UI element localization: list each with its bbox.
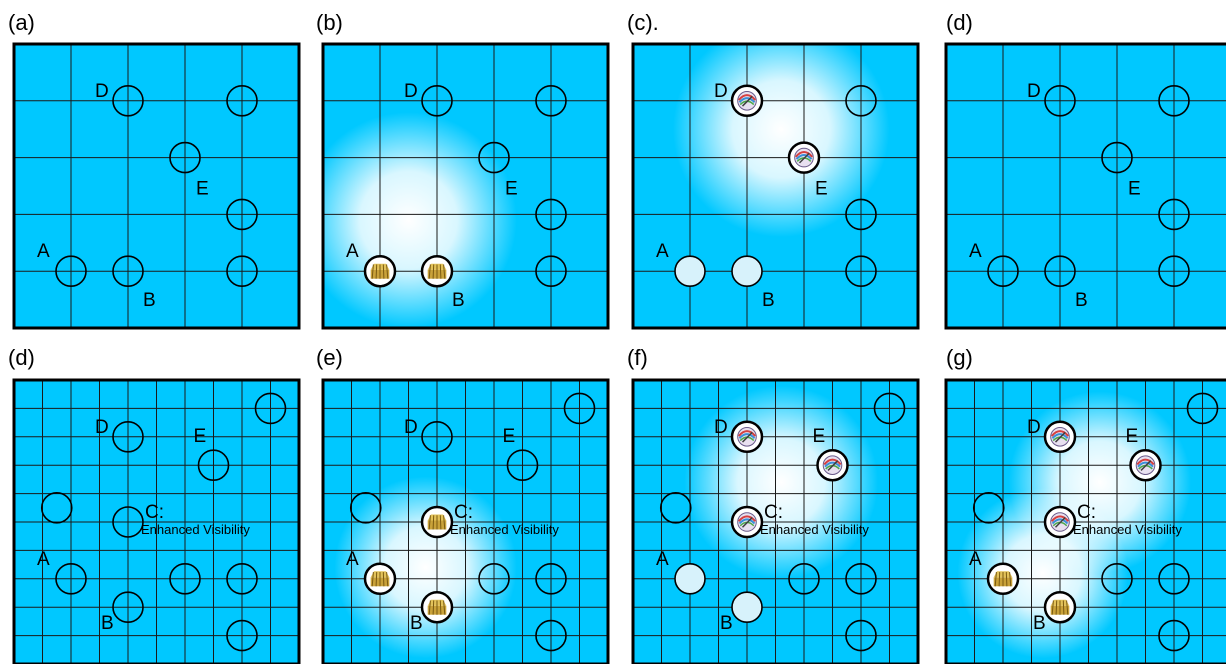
- panel-background: [14, 44, 299, 328]
- panel-label: (a): [8, 10, 35, 35]
- hay-bale-icon: [428, 515, 447, 530]
- node-caption: Enhanced Visibility: [450, 522, 559, 537]
- node-label: A: [346, 241, 359, 262]
- node-label: D: [95, 417, 109, 438]
- visibility-glow: [300, 112, 517, 328]
- node-label: D: [95, 81, 109, 102]
- compass-icon: [738, 428, 757, 447]
- visibility-glow: [673, 21, 890, 237]
- node-circle: [732, 256, 762, 286]
- node-label: C:: [764, 502, 783, 523]
- node-label: B: [1075, 290, 1088, 311]
- panel-label: (e): [316, 345, 343, 370]
- panel-label: (d): [8, 345, 35, 370]
- node-label: E: [196, 179, 209, 200]
- node-label: B: [410, 613, 423, 634]
- node-label: A: [656, 241, 669, 262]
- compass-icon: [795, 148, 814, 167]
- node-circle: [675, 256, 705, 286]
- hay-bale-icon: [371, 571, 390, 586]
- node-label: C:: [454, 502, 473, 523]
- hay-bale-icon: [1051, 600, 1070, 615]
- hay-bale-icon: [428, 264, 447, 279]
- visibility-glow: [684, 386, 878, 579]
- panel-7: (f) D E C:Enhanced VisibilityA B: [627, 345, 918, 664]
- node-label: A: [969, 549, 982, 570]
- node-label: C:: [145, 502, 164, 523]
- compass-icon: [1136, 456, 1155, 475]
- node-label: A: [37, 549, 50, 570]
- node-label: D: [1027, 417, 1041, 438]
- compass-icon: [738, 513, 757, 532]
- node-caption: Enhanced Visibility: [141, 522, 250, 537]
- node-label: B: [720, 613, 733, 634]
- node-label: D: [404, 81, 418, 102]
- node-label: B: [1033, 613, 1046, 634]
- hay-bale-icon: [994, 571, 1013, 586]
- panel-4: (d) D E A B: [946, 10, 1226, 328]
- node-label: B: [762, 290, 775, 311]
- node-label: A: [656, 549, 669, 570]
- node-label: E: [815, 179, 828, 200]
- node-caption: Enhanced Visibility: [1073, 522, 1182, 537]
- panel-1: (a) D E A B: [8, 10, 299, 328]
- node-label: E: [1126, 426, 1139, 447]
- panel-8: (g) D E C:Enhanced VisibilityA B: [946, 345, 1226, 664]
- node-label: E: [503, 426, 516, 447]
- panel-label: (c).: [627, 10, 659, 35]
- compass-icon: [1051, 513, 1070, 532]
- node-label: D: [714, 417, 728, 438]
- node-label: B: [143, 290, 156, 311]
- panel-2: (b) D E A B: [300, 10, 608, 328]
- node-circle: [732, 592, 762, 622]
- panel-label: (d): [946, 10, 973, 35]
- node-label: A: [346, 549, 359, 570]
- hay-bale-icon: [371, 264, 390, 279]
- node-label: E: [1128, 179, 1141, 200]
- panel-label: (f): [627, 345, 648, 370]
- node-label: B: [452, 290, 465, 311]
- panel-label: (b): [316, 10, 343, 35]
- node-label: E: [194, 426, 207, 447]
- hay-bale-icon: [428, 600, 447, 615]
- node-label: E: [505, 179, 518, 200]
- panel-3: (c). D E A B: [627, 10, 918, 328]
- node-label: B: [101, 613, 114, 634]
- node-caption: Enhanced Visibility: [760, 522, 869, 537]
- panel-label: (g): [946, 345, 973, 370]
- node-label: A: [969, 241, 982, 262]
- node-circle: [675, 564, 705, 594]
- node-label: D: [404, 417, 418, 438]
- node-label: D: [1027, 81, 1041, 102]
- compass-icon: [1051, 428, 1070, 447]
- compass-icon: [738, 92, 757, 111]
- node-label: A: [37, 241, 50, 262]
- node-label: D: [714, 81, 728, 102]
- visibility-glow: [334, 477, 516, 659]
- panel-background: [946, 44, 1226, 328]
- node-label: C:: [1077, 502, 1096, 523]
- node-label: E: [813, 426, 826, 447]
- compass-icon: [823, 456, 842, 475]
